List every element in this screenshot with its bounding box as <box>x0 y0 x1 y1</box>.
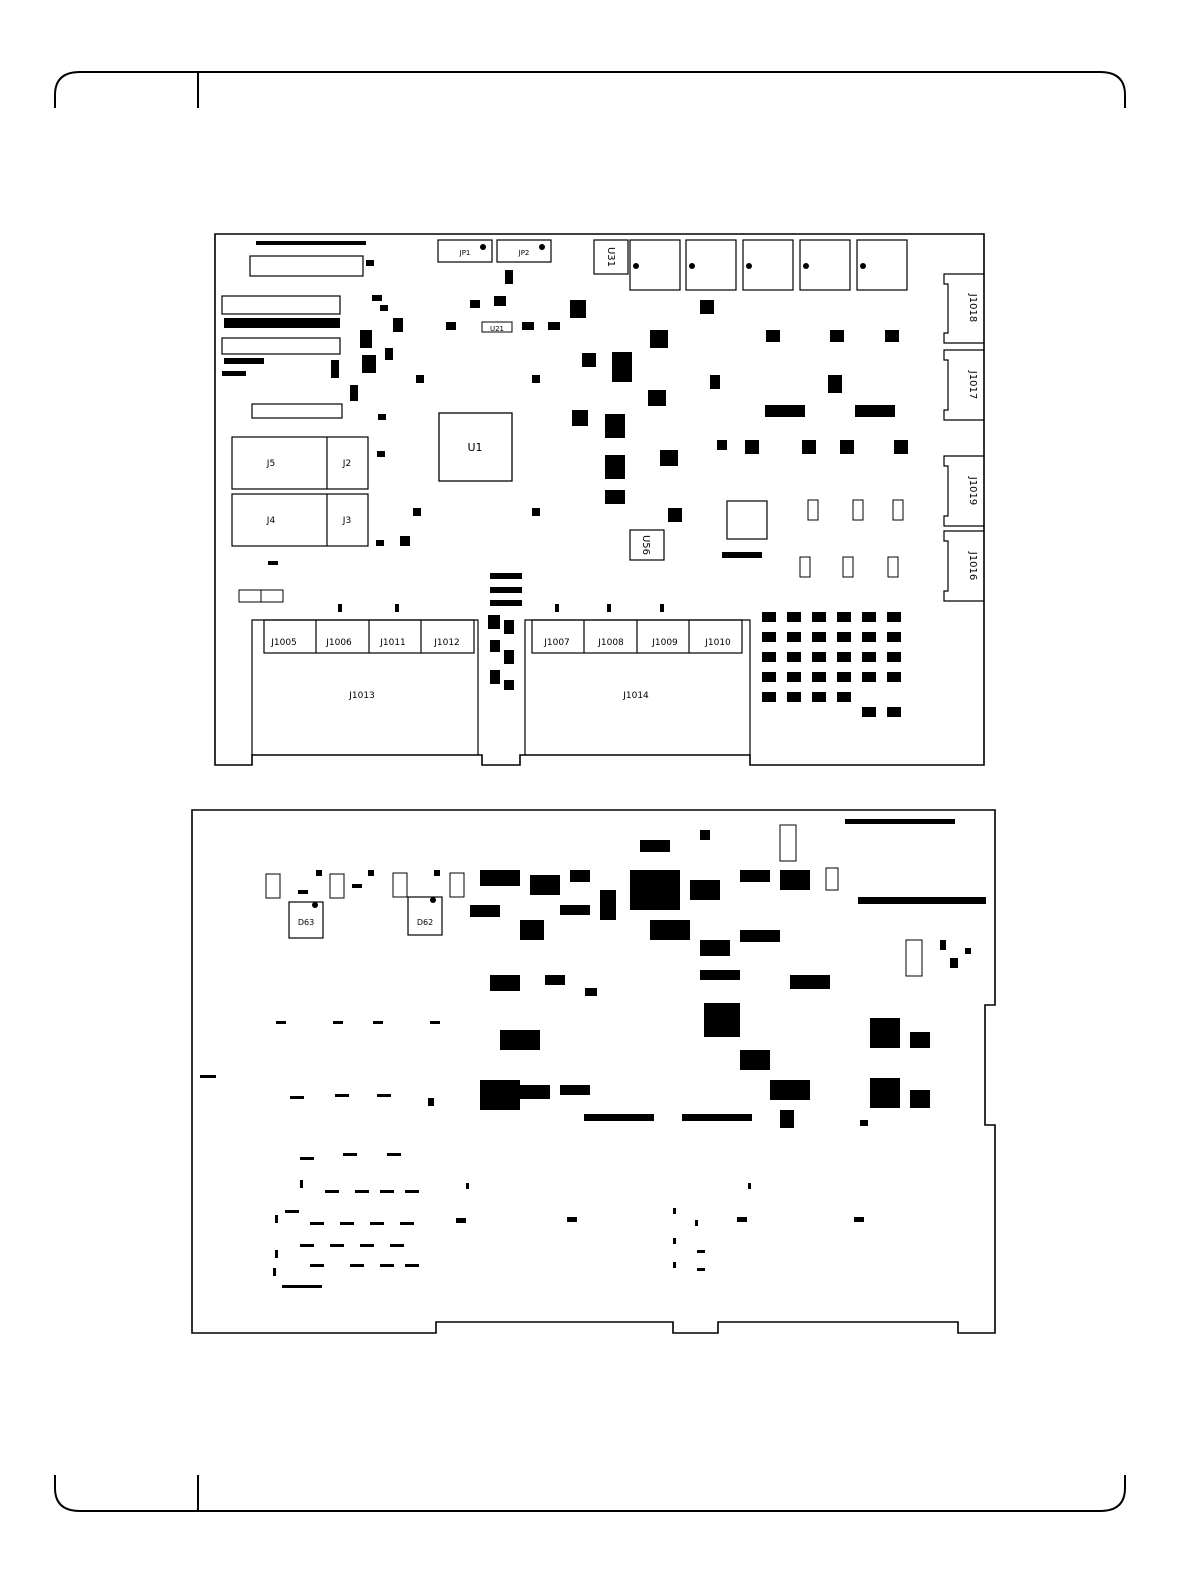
label-d63: D63 <box>298 918 314 927</box>
pad-cluster-lower-left <box>273 1180 419 1288</box>
header-pins-bottom <box>845 819 986 904</box>
label-d62: D62 <box>417 918 433 927</box>
diode-d62 <box>408 897 442 935</box>
bottom-board-outline <box>192 810 995 1333</box>
smd-components-bottom <box>200 830 971 1271</box>
